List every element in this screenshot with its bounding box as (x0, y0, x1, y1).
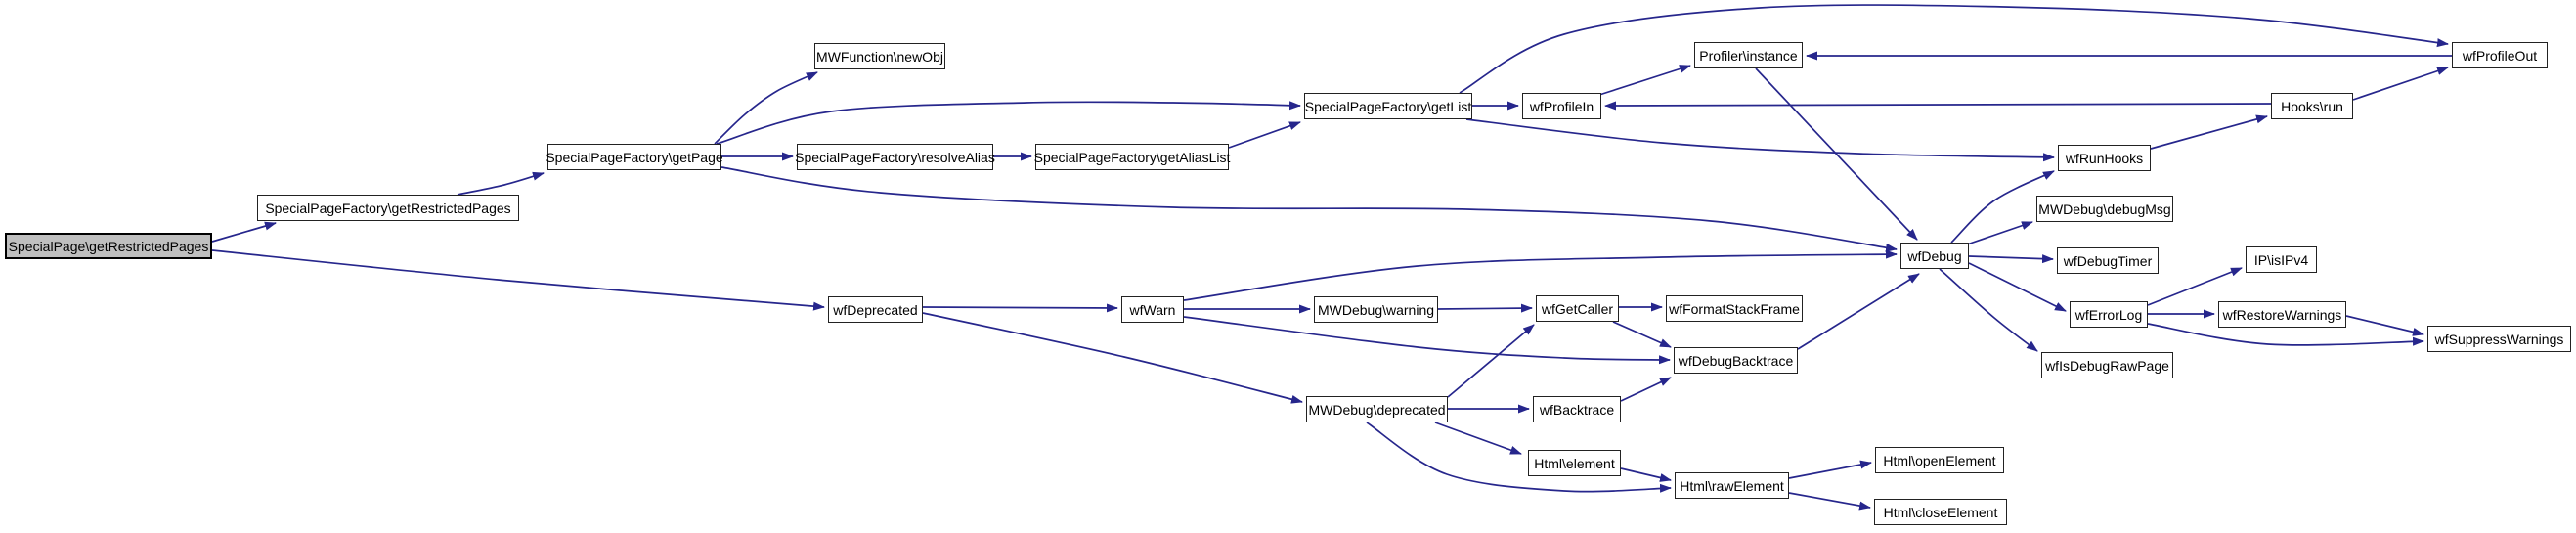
node-hooks-run[interactable]: Hooks\run (2271, 93, 2353, 119)
edge-html-element-to-html-rawelement (1620, 467, 1672, 482)
node-specialpagefactory-getlist[interactable]: SpecialPageFactory\getList (1304, 93, 1472, 119)
node-wfprofilein[interactable]: wfProfileIn (1522, 93, 1601, 119)
edge-specialpagefactory-getpage-to-specialpagefactory-getlist (716, 101, 1301, 145)
edge-mwdebug-deprecated-to-html-element (1434, 422, 1522, 455)
node-wfisdebugrawpage[interactable]: wfIsDebugRawPage (2041, 352, 2173, 378)
node-ip-isipv4[interactable]: IP\isIPv4 (2246, 246, 2317, 273)
node-wfbacktrace[interactable]: wfBacktrace (1533, 396, 1621, 422)
node-wfrestorewarnings[interactable]: wfRestoreWarnings (2218, 301, 2346, 328)
node-html-element[interactable]: Html\element (1528, 450, 1621, 476)
edge-specialpagefactory-getlist-to-wfrunhooks (1465, 118, 2055, 162)
edge-specialpage-getrestrictedpages-to-wfdeprecated (211, 249, 825, 311)
edge-mwdebug-deprecated-to-html-rawelement (1366, 422, 1672, 493)
edge-wfdebug-to-mwdebug-debugmsg (1966, 221, 2033, 245)
node-wfprofileout[interactable]: wfProfileOut (2452, 42, 2548, 68)
edge-specialpagefactory-getrestrictedpages-to-specialpagefactory-getpage (457, 171, 545, 196)
node-profiler-instance[interactable]: Profiler\instance (1694, 42, 1803, 68)
node-mwdebug-debugmsg[interactable]: MWDebug\debugMsg (2036, 196, 2173, 222)
edge-wfdebugbacktrace-to-wfdebug (1797, 273, 1920, 350)
node-specialpage-getrestrictedpages[interactable]: SpecialPage\getRestrictedPages (5, 233, 212, 259)
node-wfformatstackframe[interactable]: wfFormatStackFrame (1666, 295, 1803, 322)
edge-profiler-instance-to-wfdebug (1755, 67, 1918, 241)
node-wfdeprecated[interactable]: wfDeprecated (828, 296, 923, 323)
edge-wfrunhooks-to-hooks-run (2150, 114, 2268, 150)
edge-wferrorlog-to-ip-isipv4 (2147, 267, 2243, 306)
edge-mwdebug-deprecated-to-wfgetcaller (1447, 324, 1535, 398)
edge-wfdeprecated-to-mwdebug-deprecated (922, 312, 1303, 404)
edge-wfbacktrace-to-wfdebugbacktrace (1620, 377, 1672, 402)
edge-hooks-run-to-wfprofilein (1604, 101, 2272, 111)
edge-wfgetcaller-to-wfdebugbacktrace (1612, 321, 1672, 348)
node-mwfunction-newobj[interactable]: MWFunction\newObj (814, 43, 945, 69)
edge-html-rawelement-to-html-openelement (1788, 460, 1872, 479)
node-specialpagefactory-resolvealias[interactable]: SpecialPageFactory\resolveAlias (795, 144, 995, 170)
edge-mwdebug-warning-to-wfgetcaller (1437, 303, 1533, 313)
edge-wfwarn-to-wfdebug (1183, 249, 1898, 301)
node-wfwarn[interactable]: wfWarn (1121, 296, 1184, 323)
node-mwdebug-warning[interactable]: MWDebug\warning (1314, 296, 1438, 323)
node-wfgetcaller[interactable]: wfGetCaller (1536, 295, 1619, 322)
edge-wfprofilein-to-profiler-instance (1598, 65, 1691, 96)
edge-specialpagefactory-getpage-to-wfdebug (720, 166, 1898, 252)
node-wfdebugtimer[interactable]: wfDebugTimer (2057, 247, 2159, 274)
edge-wfdebug-to-wferrorlog (1968, 262, 2067, 312)
edge-specialpagefactory-getaliaslist-to-specialpagefactory-getlist (1228, 121, 1301, 149)
edge-wfdebug-to-wfisdebugrawpage (1939, 268, 2038, 352)
node-specialpagefactory-getrestrictedpages[interactable]: SpecialPageFactory\getRestrictedPages (257, 195, 519, 221)
edge-wfwarn-to-wfdebugbacktrace (1183, 316, 1671, 365)
node-mwdebug-deprecated[interactable]: MWDebug\deprecated (1306, 396, 1448, 422)
edge-specialpage-getrestrictedpages-to-specialpagefactory-getrestrictedpages (211, 221, 277, 243)
node-wferrorlog[interactable]: wfErrorLog (2070, 301, 2148, 328)
node-wfrunhooks[interactable]: wfRunHooks (2058, 145, 2151, 171)
edge-specialpagefactory-getpage-to-mwfunction-newobj (714, 71, 818, 145)
node-specialpagefactory-getaliaslist[interactable]: SpecialPageFactory\getAliasList (1034, 144, 1230, 170)
node-wfsuppresswarnings[interactable]: wfSuppressWarnings (2427, 326, 2571, 352)
node-specialpagefactory-getpage[interactable]: SpecialPageFactory\getPage (546, 144, 723, 170)
node-html-openelement[interactable]: Html\openElement (1875, 447, 2004, 473)
edge-hooks-run-to-wfprofileout (2352, 67, 2449, 101)
edge-specialpagefactory-getlist-to-wfprofileout (1459, 4, 2449, 94)
node-html-closeelement[interactable]: Html\closeElement (1874, 499, 2007, 525)
node-wfdebug[interactable]: wfDebug (1900, 243, 1969, 269)
edge-html-rawelement-to-html-closeelement (1788, 492, 1871, 511)
node-html-rawelement[interactable]: Html\rawElement (1675, 472, 1789, 499)
edge-wfdebug-to-wfrunhooks (1950, 170, 2055, 244)
node-wfdebugbacktrace[interactable]: wfDebugBacktrace (1674, 347, 1798, 374)
edge-wfdebug-to-wfdebugtimer (1968, 254, 2054, 264)
edge-wfdeprecated-to-wfwarn (922, 303, 1118, 313)
edge-wferrorlog-to-wfsuppresswarnings (2147, 323, 2424, 346)
edge-wfrestorewarnings-to-wfsuppresswarnings (2345, 315, 2424, 336)
